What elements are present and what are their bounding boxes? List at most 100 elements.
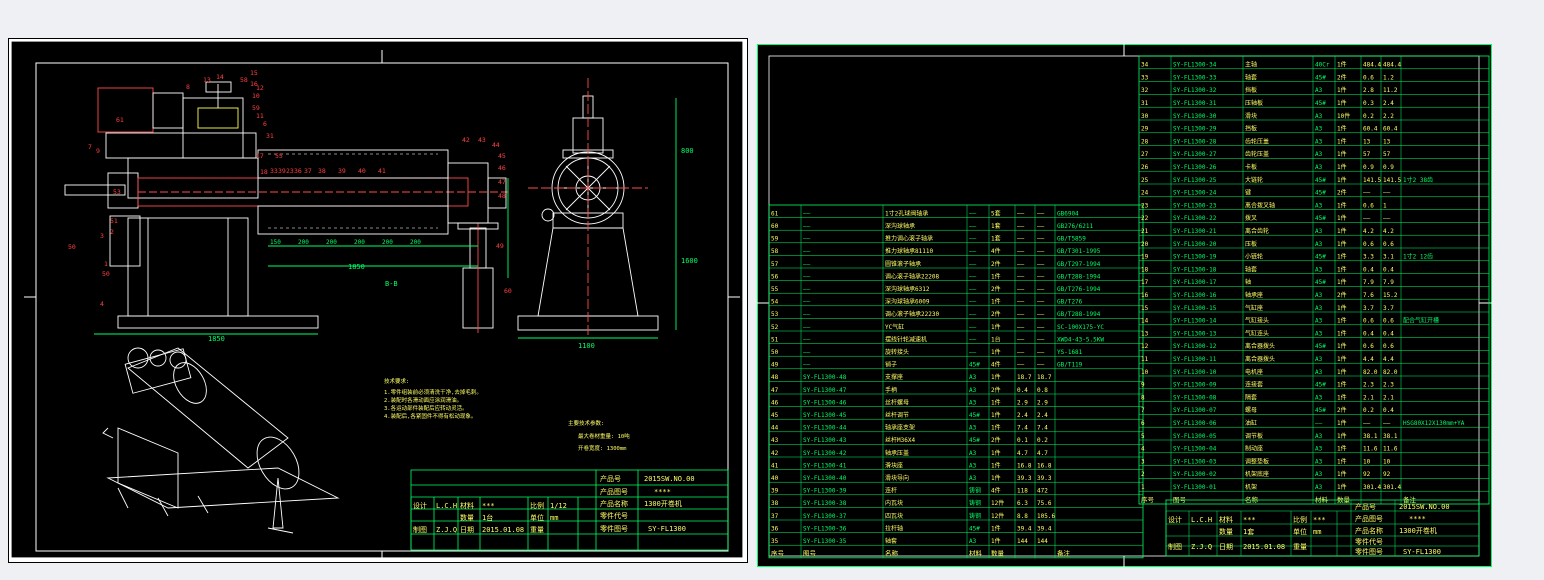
table-cell: 1件 — [1337, 240, 1347, 248]
table-cell: 23 — [1141, 202, 1149, 209]
table-cell: 26 — [1141, 164, 1149, 171]
table-cell: A3 — [1315, 484, 1323, 491]
title-cell: 数量 — [460, 513, 474, 522]
table-cell: 滑块导向 — [885, 474, 909, 482]
table-cell: —— — [1017, 299, 1025, 306]
table-cell: 10件 — [1337, 112, 1350, 120]
table-cell: —— — [803, 223, 811, 230]
table-cell: —— — [1017, 349, 1025, 356]
product-name-label: 产品名称 — [600, 499, 628, 508]
balloon-label: 8 — [186, 83, 190, 91]
balloon-label: 44 — [492, 141, 500, 149]
table-cell: SY-FL1300-41 — [803, 462, 847, 469]
table-cell: 2件 — [1337, 73, 1347, 81]
balloon-label: 46 — [498, 164, 506, 172]
table-cell: 17 — [1141, 279, 1149, 286]
table-cell: 1台 — [991, 335, 1001, 343]
dimension-1850-a: 1850 — [348, 263, 365, 271]
table-cell: SY-FL1300-12 — [1173, 343, 1217, 350]
balloon-label: 45 — [498, 152, 506, 160]
balloon-label: 4 — [100, 300, 104, 308]
table-cell: A3 — [969, 425, 977, 432]
balloon-label: 43 — [478, 136, 486, 144]
table-cell: 2.1 — [1363, 394, 1374, 401]
balloon-label: 40 — [358, 167, 366, 175]
table-row: 58——推力球轴承81110——4件————GB/T301-1995 — [771, 247, 1101, 255]
balloon-label: 10 — [252, 92, 260, 100]
table-header-cell: 序号 — [771, 549, 785, 558]
table-cell: 1件 — [1337, 329, 1347, 337]
table-cell: —— — [1363, 420, 1371, 427]
table-cell: 6.3 — [1017, 500, 1028, 507]
balloon-label: 1 — [104, 260, 108, 268]
table-cell: A3 — [1315, 305, 1323, 312]
table-cell: SY-FL1300-15 — [1173, 305, 1217, 312]
table-cell: 1件 — [1337, 99, 1347, 107]
table-cell: —— — [969, 248, 977, 255]
table-cell: SY-FL1300-13 — [1173, 330, 1217, 337]
table-cell: 制动座 — [1245, 445, 1263, 453]
table-cell: SY-FL1300-16 — [1173, 292, 1217, 299]
balloon-label: 15 — [250, 69, 258, 77]
title-cell: 日期 — [1219, 543, 1233, 551]
table-cell: —— — [1017, 324, 1025, 331]
title-cell: 2015.01.08 — [1243, 543, 1285, 551]
table-cell: 轴承座支架 — [885, 424, 915, 432]
table-cell: 45# — [969, 362, 980, 369]
table-cell: 1件 — [1337, 214, 1347, 222]
table-row: 59——推力调心滚子轴承——1套————GB/T5859 — [771, 235, 1086, 243]
table-cell: —— — [1017, 286, 1025, 293]
title-cell: 材料 — [1219, 515, 1233, 524]
table-cell: —— — [1017, 261, 1025, 268]
table-header-row: 序号图号名称材料数量备注 — [771, 549, 1071, 558]
table-cell: 13 — [1383, 138, 1391, 145]
title-cell: Z.J.Q — [1191, 543, 1212, 551]
table-cell: 离合器拨头 — [1245, 355, 1275, 363]
table-cell: —— — [1017, 223, 1025, 230]
table-cell: 1寸2 38齿 — [1403, 176, 1433, 184]
table-cell: 1件 — [1337, 137, 1347, 145]
table-cell: —— — [803, 349, 811, 356]
balloon-label: 59 — [252, 104, 260, 112]
table-cell: —— — [803, 248, 811, 255]
title-cell: 重量 — [1293, 543, 1307, 551]
table-cell: A3 — [1315, 202, 1323, 209]
table-cell: 1件 — [1337, 86, 1347, 94]
front-view — [64, 81, 509, 335]
table-cell: 手柄 — [885, 386, 897, 394]
table-cell: —— — [969, 261, 977, 268]
table-cell: —— — [1017, 236, 1025, 243]
table-cell: SY-FL1300-14 — [1173, 318, 1217, 325]
table-cell: 1件 — [1337, 381, 1347, 389]
title-cell: L.C.H — [436, 502, 457, 510]
dimension-800: 800 — [681, 147, 694, 155]
main-parameters: 主要技术参数: 最大卷材重量: 10吨 开卷宽度: 1300mm — [568, 419, 630, 452]
table-cell: 6 — [1141, 420, 1145, 427]
table-cell: 92 — [1383, 471, 1391, 478]
table-cell: 0.4 — [1363, 330, 1374, 337]
table-cell: 56 — [771, 273, 779, 280]
table-row: 51——摆线针轮减速机——1台————XWD4-43-5.5KW — [771, 335, 1104, 343]
table-cell: 2.4 — [1037, 412, 1048, 419]
table-cell: 2件 — [1337, 291, 1347, 299]
title-cell: 单位 — [530, 513, 544, 522]
table-cell: SY-FL1300-45 — [803, 412, 847, 419]
table-cell: 39.4 — [1037, 525, 1052, 532]
table-cell: —— — [1363, 215, 1371, 222]
table-cell: 4件 — [991, 247, 1001, 255]
title-cell: 制图 — [1168, 542, 1182, 551]
table-cell: GB6904 — [1057, 210, 1079, 217]
table-cell: 摆线针轮减速机 — [885, 335, 927, 343]
table-row: 53——调心滚子轴承22230——2件————GB/T288-1994 — [771, 310, 1101, 318]
